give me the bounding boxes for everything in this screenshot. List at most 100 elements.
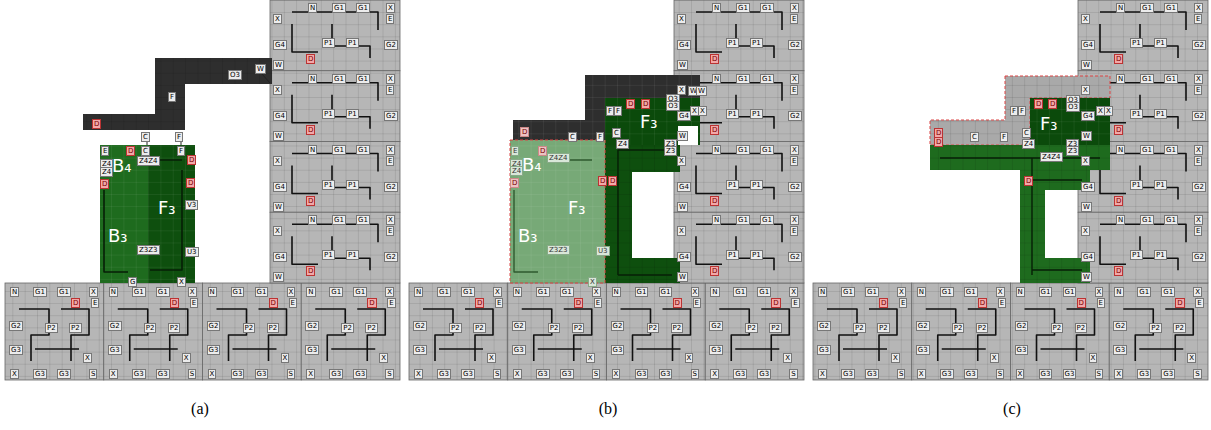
bottom-gadget [813,283,912,380]
cell-label: G3 [659,369,673,379]
cell-label: W [677,272,688,282]
cell-label: X [1089,353,1098,363]
cell-label: D [1175,298,1184,308]
cell-label: G1 [736,74,750,84]
region-label: F₃ [568,198,586,218]
cell-label: N [1114,287,1123,297]
cell-label: X [1081,156,1090,166]
wire-path [315,309,385,361]
cell-label: E [101,146,109,156]
cell-label: E [790,156,798,166]
cell-label: G3 [1137,369,1151,379]
cell-label: P2 [745,323,758,333]
wire-path [292,224,378,270]
leader-line [181,142,182,145]
cell-label: X [83,353,92,363]
cell-label: C [1022,128,1031,138]
cell-label: F [1010,106,1018,116]
cell-label: P2 [473,323,486,333]
wire-path [696,83,782,129]
wire-path [1100,83,1186,129]
gadget-border [270,212,400,283]
cell-label: X [1095,287,1104,297]
bottom-gadget-grid [203,283,302,380]
column-gadget [674,142,804,213]
bottom-gadget-grid [508,283,607,380]
cell-label: E [511,146,519,156]
cell-label: X [612,369,621,379]
cell-label: G2 [9,321,23,331]
cell-label: W [273,60,284,70]
cell-label: D [608,176,617,186]
cell-label: G3 [635,369,649,379]
cell-label: P1 [750,38,763,48]
cell-label: G1 [940,287,954,297]
cell-label: X [386,74,395,84]
cell-label: G2 [1192,111,1206,121]
cell-label: X [287,287,296,297]
bottom-gadget-grid [705,283,804,380]
cell-label: N [612,287,621,297]
wire-path [104,160,182,272]
cell-label: G3 [1063,369,1077,379]
cell-label: N [1116,145,1125,155]
cell-label: P1 [322,250,335,260]
cell-label: E [899,298,907,308]
cell-label: G1 [231,287,245,297]
gadget-border [409,283,508,380]
gadget-border [270,142,400,213]
cell-label: E [693,298,701,308]
bottom-gadget [705,283,804,380]
cell-label: G3 [156,369,170,379]
cell-label: G1 [329,287,343,297]
cell-label: G2 [817,321,831,331]
cell-label: F [1000,132,1008,142]
cell-label: W [273,131,284,141]
cell-label: N [308,215,317,225]
bottom-gadget-grid [1109,283,1208,380]
cell-label: P2 [647,323,660,333]
cell-label: G1 [736,215,750,225]
cell-label: P1 [1130,38,1143,48]
wire-path [423,309,493,361]
cell-label: G1 [1164,215,1178,225]
cell-label: N [917,287,926,297]
region-label: F₃ [1040,114,1058,134]
cell-label: P1 [1154,109,1167,119]
column-gadget-grid [674,0,804,71]
leader-line [262,74,270,83]
cell-label: P1 [726,250,739,260]
cell-label: G1 [132,287,146,297]
cell-label: G3 [865,369,879,379]
cell-label: X [698,106,707,116]
cell-label: D [100,179,109,189]
cell-label: G1 [1039,287,1053,297]
cell-label: G4 [677,111,691,121]
cell-label: X [677,14,686,24]
cell-label: N [109,287,118,297]
gadget-border [674,0,804,71]
cell-label: P2 [267,323,280,333]
cell-label: D [1024,176,1033,186]
cell-label: X [385,287,394,297]
cell-label: N [10,287,19,297]
cell-label: G4 [273,111,287,121]
cell-label: E [1194,85,1202,95]
cell-label: X [177,277,186,287]
cell-label: W [696,86,707,96]
panel-caption: (b) [599,400,618,418]
cell-label: G1 [255,287,269,297]
wire-path [522,309,592,361]
cell-label: P2 [1051,323,1064,333]
wire-path [621,309,691,361]
column-gadget [1078,212,1208,283]
cell-label: G1 [1164,3,1178,13]
wire-path [1100,224,1186,270]
gadget-border [607,283,706,380]
bottom-gadget-grid [813,283,912,380]
gadget-border [104,283,203,380]
cell-label: G1 [841,287,855,297]
cell-label: G2 [384,252,398,262]
bottom-gadget [1011,283,1110,380]
cell-label: G1 [356,215,370,225]
